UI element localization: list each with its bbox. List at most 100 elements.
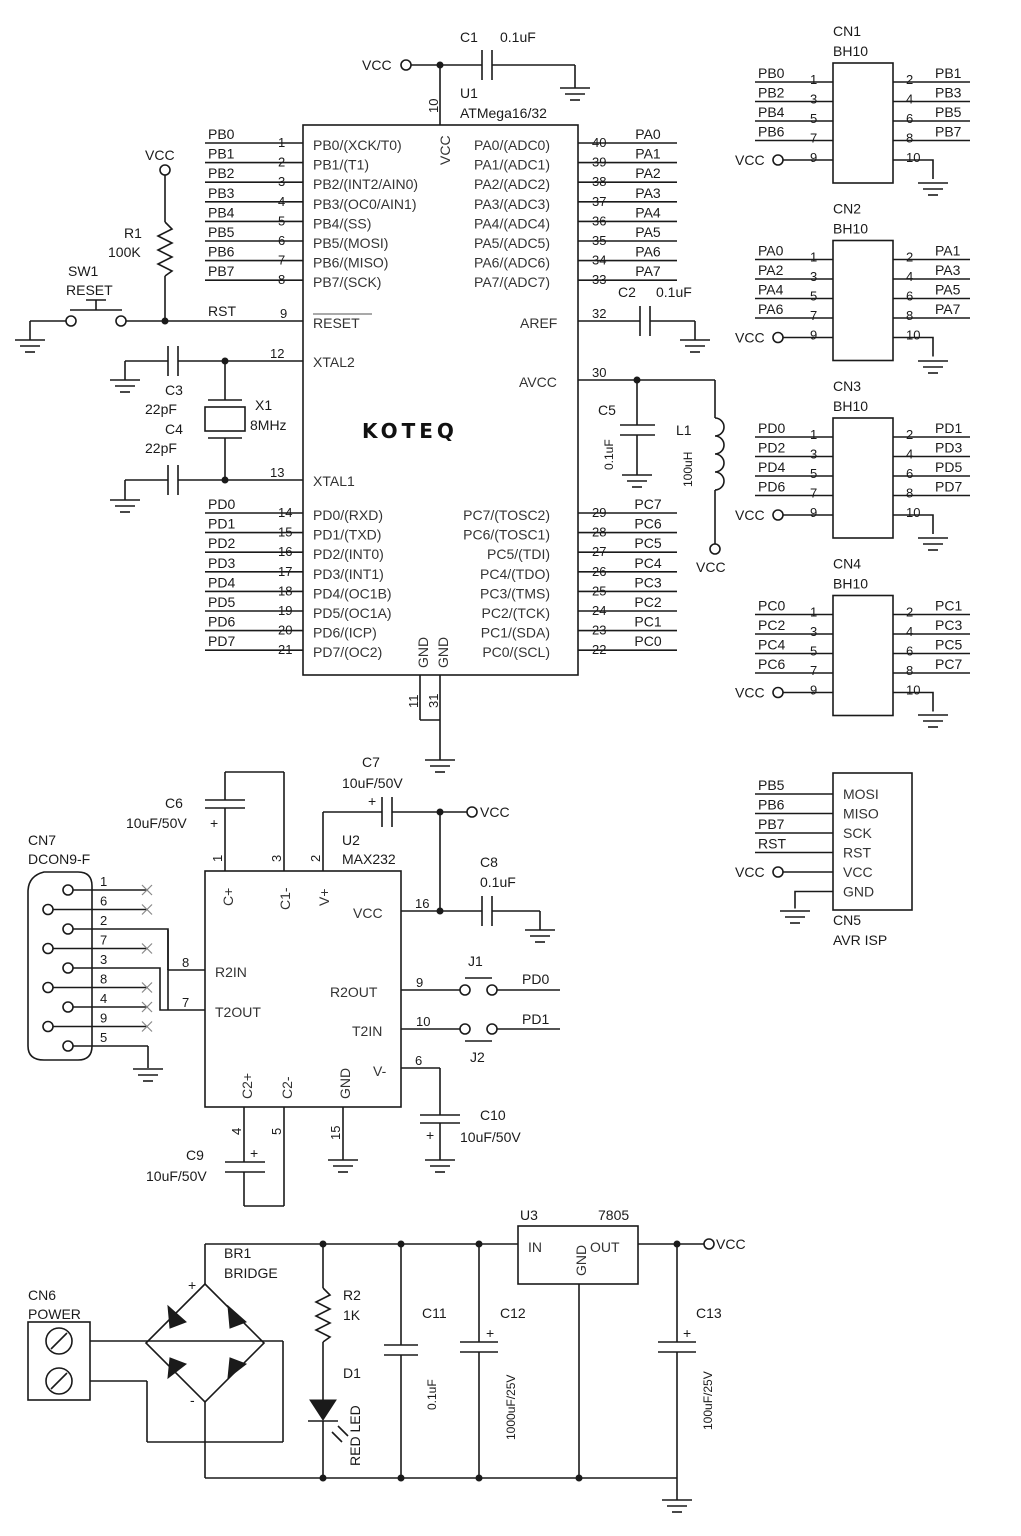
- header-right-net: PA1: [935, 243, 961, 259]
- u1-pin-function: PA1/(ADC1): [474, 157, 550, 173]
- c2-capacitor: C2 0.1uF: [618, 284, 696, 340]
- u1-net-label: PA4: [635, 204, 661, 220]
- r2-ref: R2: [343, 1287, 361, 1303]
- u1-pin-number: 19: [278, 603, 292, 618]
- u2-n16: 16: [415, 896, 429, 911]
- u1-pin-function: PC1/(SDA): [481, 625, 550, 641]
- cn5-net-label: PB5: [758, 777, 785, 793]
- u1-gnd-pin-1: GND: [415, 637, 431, 668]
- header-gnd-line: [893, 691, 934, 712]
- vcc-label-r1: VCC: [145, 147, 175, 163]
- c11-value: 0.1uF: [425, 1379, 439, 1410]
- c8-value: 0.1uF: [480, 874, 516, 890]
- c6-plus: +: [210, 815, 218, 831]
- header-right-net: PD7: [935, 479, 962, 495]
- j2-ref: J2: [470, 1049, 485, 1065]
- u1-vcc-num: 10: [426, 99, 441, 113]
- u1-net-label: PD3: [208, 555, 235, 571]
- db9-pin-number: 2: [100, 913, 107, 928]
- u3-ref: U3: [520, 1207, 538, 1223]
- header-left-num: 1: [810, 427, 817, 442]
- u1-avcc-num: 30: [592, 365, 606, 380]
- c7-value: 10uF/50V: [342, 775, 403, 791]
- header-right-net: PD5: [935, 459, 962, 475]
- u2-n9: 9: [416, 975, 423, 990]
- header-left-num: 7: [810, 486, 817, 501]
- u1-net-label: PD5: [208, 594, 235, 610]
- u1-pin-function: PB0/(XCK/T0): [313, 137, 402, 153]
- db9-pin-circle: [42, 1020, 54, 1033]
- header-part: BH10: [833, 576, 868, 592]
- header-ref: CN3: [833, 378, 861, 394]
- u1-net-label: PB3: [208, 185, 235, 201]
- u1-net-label: PB1: [208, 146, 235, 162]
- ground-icon: [328, 1159, 358, 1173]
- u1-pin-number: 29: [592, 505, 606, 520]
- c8-ref: C8: [480, 854, 498, 870]
- no-connect-mark: [141, 884, 153, 896]
- cn6-value: POWER: [28, 1306, 81, 1322]
- db9-pin-number: 7: [100, 933, 107, 948]
- db9-pin-circle: [62, 884, 74, 896]
- vcc-terminal: [772, 154, 784, 166]
- u1-pin-function: PC6/(TOSC1): [463, 527, 550, 543]
- u1-xtal2-num: 12: [270, 346, 284, 361]
- u1-net-label: PA5: [635, 224, 661, 240]
- header-right-net: PA7: [935, 301, 961, 317]
- c7-ref: C7: [362, 754, 380, 770]
- header-part: BH10: [833, 43, 868, 59]
- ground-icon: [622, 474, 652, 488]
- u1-pin-number: 23: [592, 623, 606, 638]
- db9-wire-t2out: [148, 967, 168, 1011]
- u1-body: [302, 124, 579, 676]
- u1-aref-pin: AREF: [520, 315, 557, 331]
- u1-pin-function: PB1/(T1): [313, 157, 369, 173]
- ground-icon: [662, 1499, 692, 1513]
- u1-pin-function: PC4/(TDO): [480, 566, 550, 582]
- db9-pin-number: 1: [100, 874, 107, 889]
- header-body: [832, 594, 894, 717]
- no-connect-mark: [141, 943, 153, 954]
- header-right-num: 4: [906, 269, 913, 284]
- u2-n8: 8: [182, 955, 189, 970]
- u2-n1: 1: [210, 855, 225, 862]
- u1-pin-number: 36: [592, 213, 606, 228]
- db9-pin-circle: [42, 981, 54, 994]
- header-right-num: 4: [906, 624, 913, 639]
- header-right-num: 6: [906, 644, 913, 659]
- u1-net-label: PB0: [208, 126, 235, 142]
- u1-net-label: PC0: [634, 633, 661, 649]
- u2-r2out-pin: R2OUT: [330, 984, 378, 1000]
- db9-pin-circle: [62, 923, 74, 935]
- u1-pin-number: 3: [278, 174, 285, 189]
- u1-pin-number: 39: [592, 155, 606, 170]
- u1-pin-number: 8: [278, 272, 285, 287]
- cn6-ref: CN6: [28, 1287, 56, 1303]
- u2-vminus-pin: V-: [373, 1063, 387, 1079]
- header-right-num: 6: [906, 289, 913, 304]
- header-left-num: 1: [810, 605, 817, 620]
- db9-wire-r2in: [148, 928, 169, 970]
- u1-net-label: PD2: [208, 535, 235, 551]
- header-right-num: 10: [906, 505, 920, 520]
- u2-cplus-pin: C+: [220, 888, 236, 906]
- u2-r2in-pin: R2IN: [215, 964, 247, 980]
- no-connect-mark: [141, 904, 153, 915]
- c9-value: 10uF/50V: [146, 1168, 207, 1184]
- header-right-net: PA3: [935, 262, 961, 278]
- u1-part: ATMega16/32: [460, 105, 547, 121]
- u1-pin-function: PA4/(ADC4): [474, 215, 550, 231]
- header-right-num: 2: [906, 72, 913, 87]
- bridge-minus: -: [190, 1392, 195, 1408]
- u1-ref: U1: [460, 85, 478, 101]
- header-right-net: PB5: [935, 104, 962, 120]
- ground-icon: [110, 499, 140, 513]
- db9-pin-circle: [62, 962, 74, 974]
- vcc-terminal: [772, 686, 784, 699]
- cn5-pin-function: RST: [843, 845, 871, 861]
- header-right-net: PA5: [935, 282, 961, 298]
- u1-pin-number: 6: [278, 233, 285, 248]
